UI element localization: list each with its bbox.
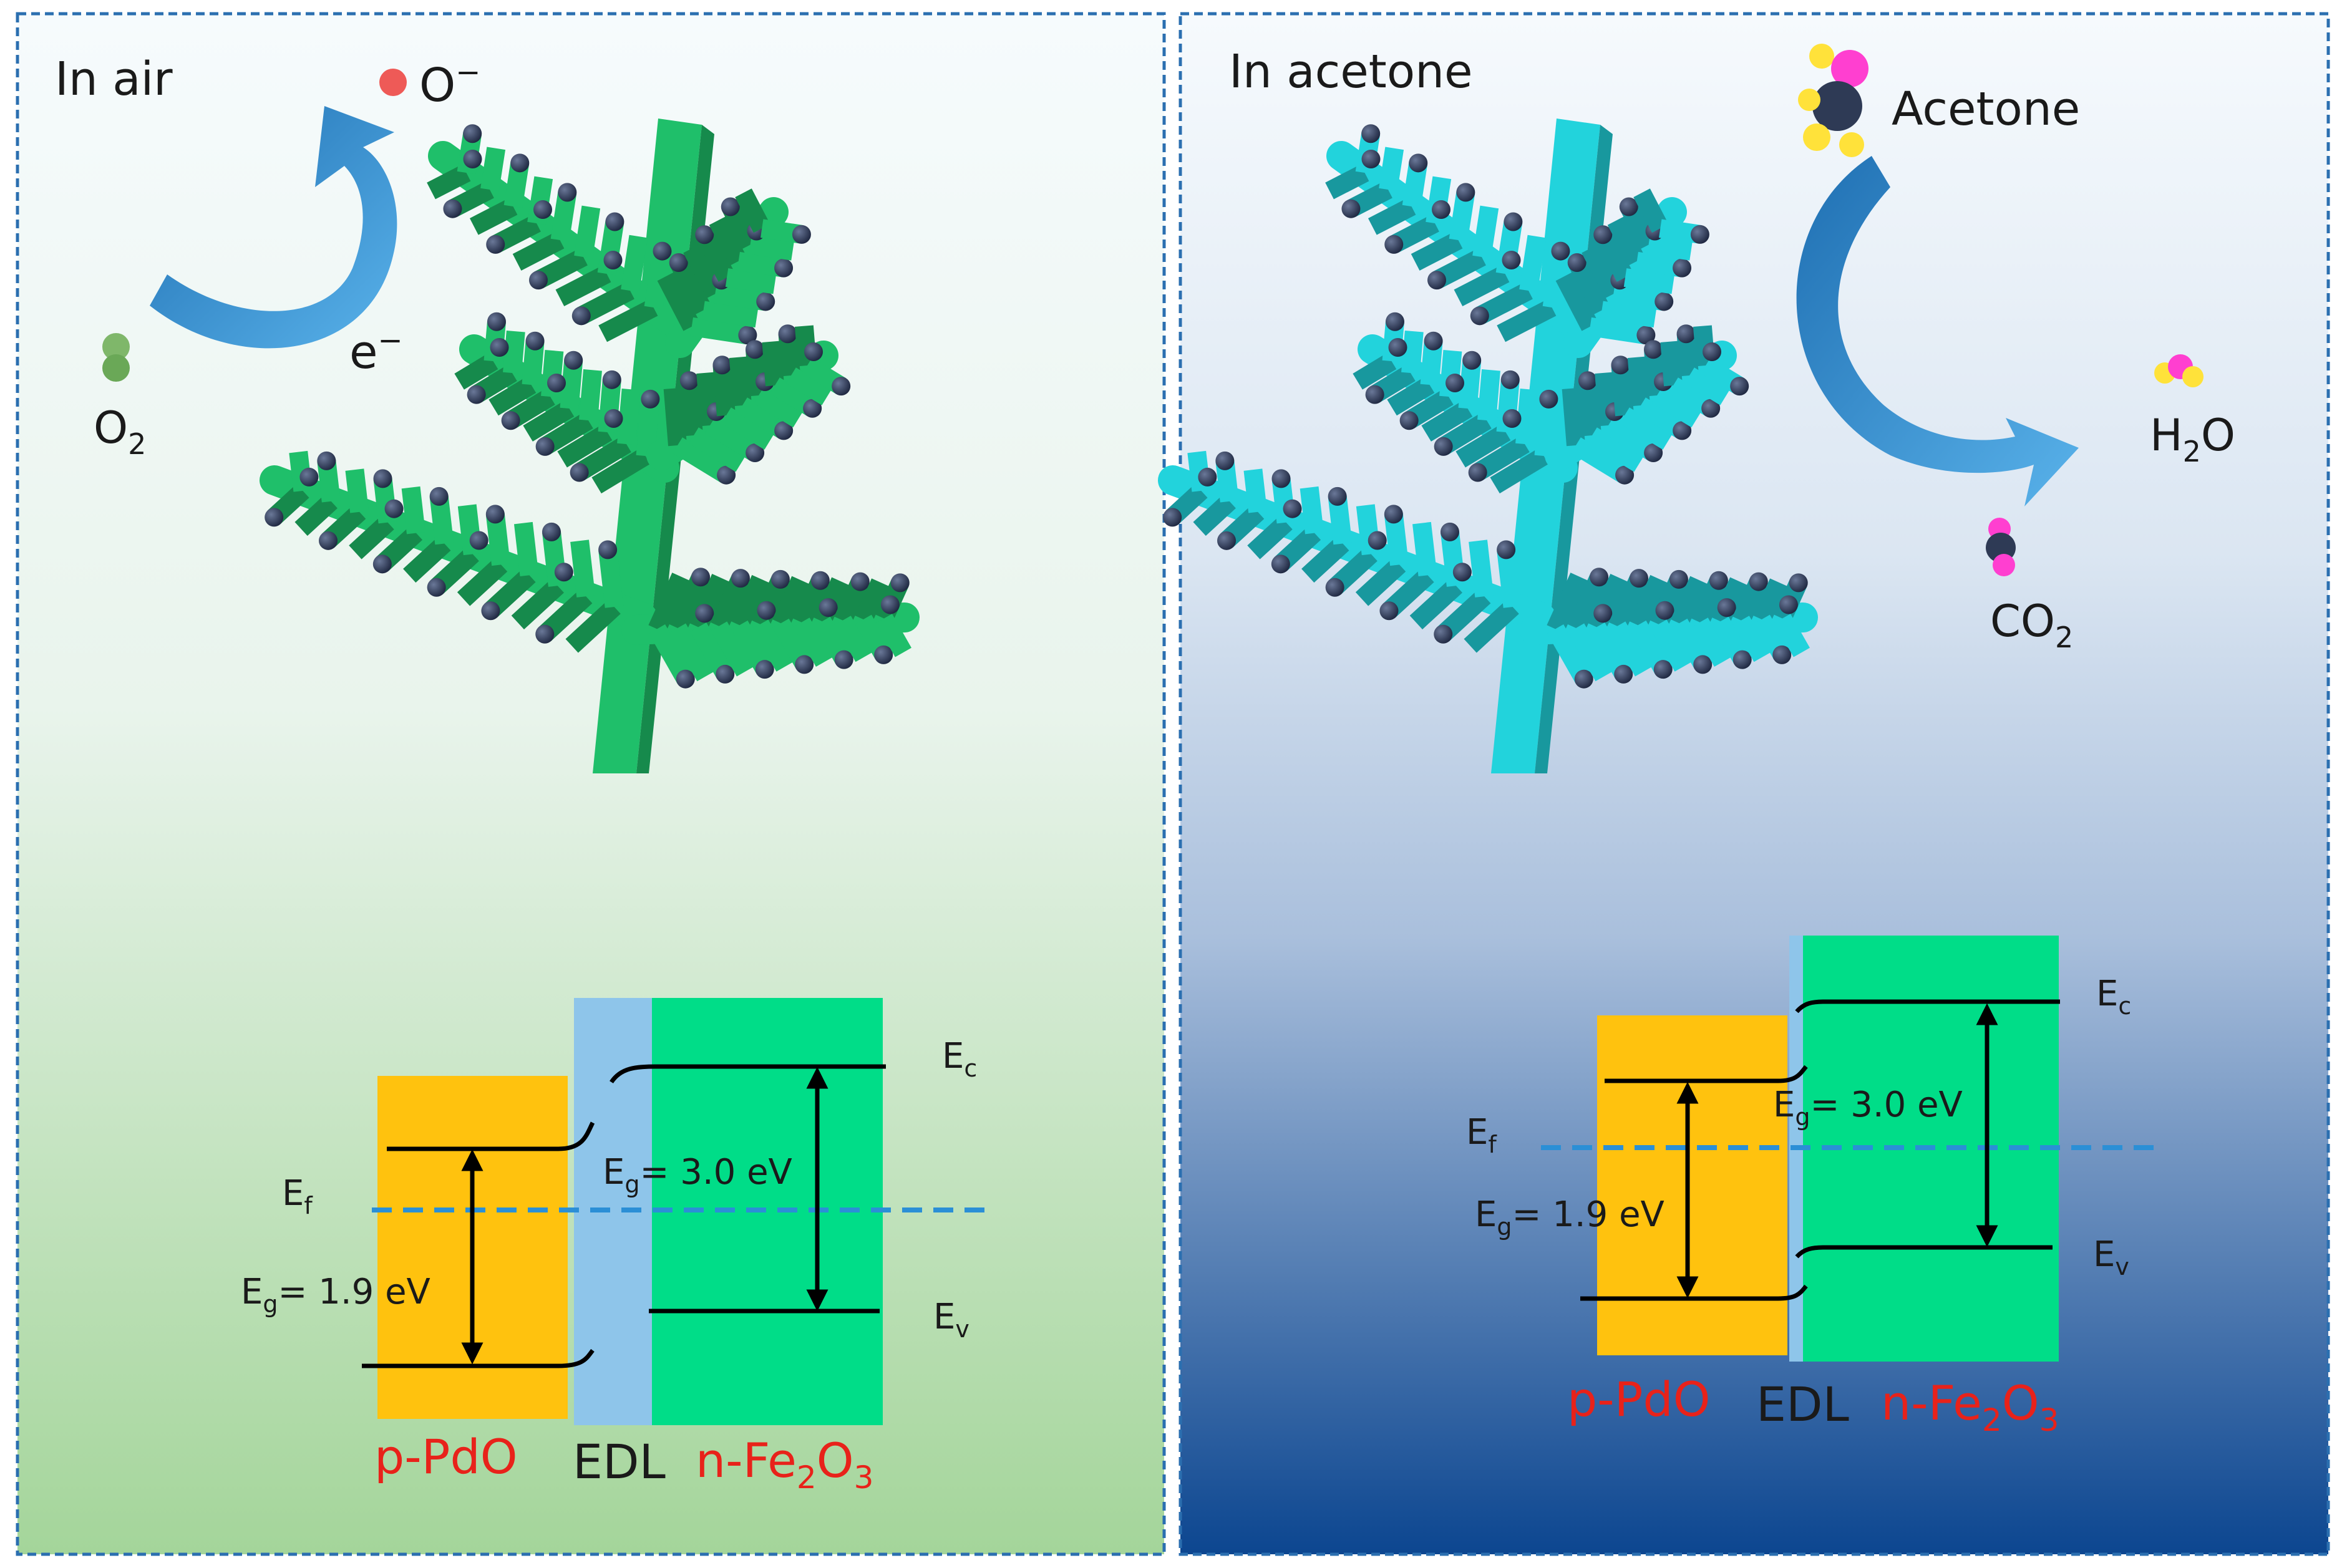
pdo-gap-label: Eg= 1.9 eV xyxy=(241,1272,430,1318)
acetone-label: Acetone xyxy=(1892,82,2080,136)
water-molecule-icon xyxy=(2154,354,2204,387)
oxygen-molecule-icon xyxy=(102,333,130,382)
edl-label: EDL xyxy=(1756,1377,1849,1432)
ev-label: Ev xyxy=(933,1297,969,1343)
co2-label: CO2 xyxy=(1990,596,2073,654)
pdo-box xyxy=(1597,1015,1787,1355)
co2-molecule-icon xyxy=(1986,518,2016,576)
fe2o3-conduction-band xyxy=(1795,999,2060,1014)
fe2o3-conduction-band xyxy=(610,1064,886,1084)
pdo-conduction-band xyxy=(1605,1065,1808,1083)
ef-label: Ef xyxy=(282,1173,313,1219)
o2-label: O2 xyxy=(94,402,146,461)
fe2o3-label: n-Fe2O3 xyxy=(696,1433,873,1496)
left-panel-title: In air xyxy=(55,52,173,106)
pdo-valence-band xyxy=(362,1348,595,1368)
oxygen-ion-icon xyxy=(379,69,407,96)
pdo-label: p-PdO xyxy=(374,1429,518,1484)
ec-label: Ec xyxy=(2096,974,2131,1020)
edl-label: EDL xyxy=(573,1434,666,1489)
fe2o3-valence-band xyxy=(1795,1245,2053,1259)
reaction-arrow xyxy=(1796,156,2079,506)
pdo-valence-band xyxy=(1580,1284,1808,1301)
band-diagram-left: Ec Ev Ef Eg= 3.0 eV Eg= 1.9 eV p-PdO EDL… xyxy=(241,998,992,1496)
fe2o3-gap-label: Eg= 3.0 eV xyxy=(1773,1085,1963,1131)
band-diagram-right: Ec Ev Ef Eg= 3.0 eV Eg= 1.9 eV p-PdO EDL… xyxy=(1466,936,2162,1438)
h2o-label: H2O xyxy=(2150,410,2235,468)
ec-label: Ec xyxy=(942,1036,977,1082)
fe2o3-label: n-Fe2O3 xyxy=(1881,1375,2059,1438)
fe2o3-nanostructure-right xyxy=(1158,119,1818,773)
right-panel: In acetone Acetone H2O CO2 xyxy=(1158,12,2330,1556)
electron-label: e− xyxy=(349,323,403,379)
oxygen-ion-label: O− xyxy=(419,55,480,112)
left-panel: In air O− e− O2 Ec Ev E xyxy=(16,12,1166,1556)
fe2o3-gap-label: Eg= 3.0 eV xyxy=(603,1152,792,1198)
right-panel-title: In acetone xyxy=(1229,45,1473,99)
ef-label: Ef xyxy=(1466,1112,1497,1158)
ev-label: Ev xyxy=(2093,1234,2129,1280)
acetone-molecule-icon xyxy=(1798,44,1868,157)
pdo-label: p-PdO xyxy=(1567,1372,1711,1427)
adsorption-arrow xyxy=(150,106,397,349)
fe2o3-nanostructure-left xyxy=(260,119,920,773)
pdo-conduction-band xyxy=(387,1121,595,1151)
pdo-gap-label: Eg= 1.9 eV xyxy=(1475,1194,1664,1241)
